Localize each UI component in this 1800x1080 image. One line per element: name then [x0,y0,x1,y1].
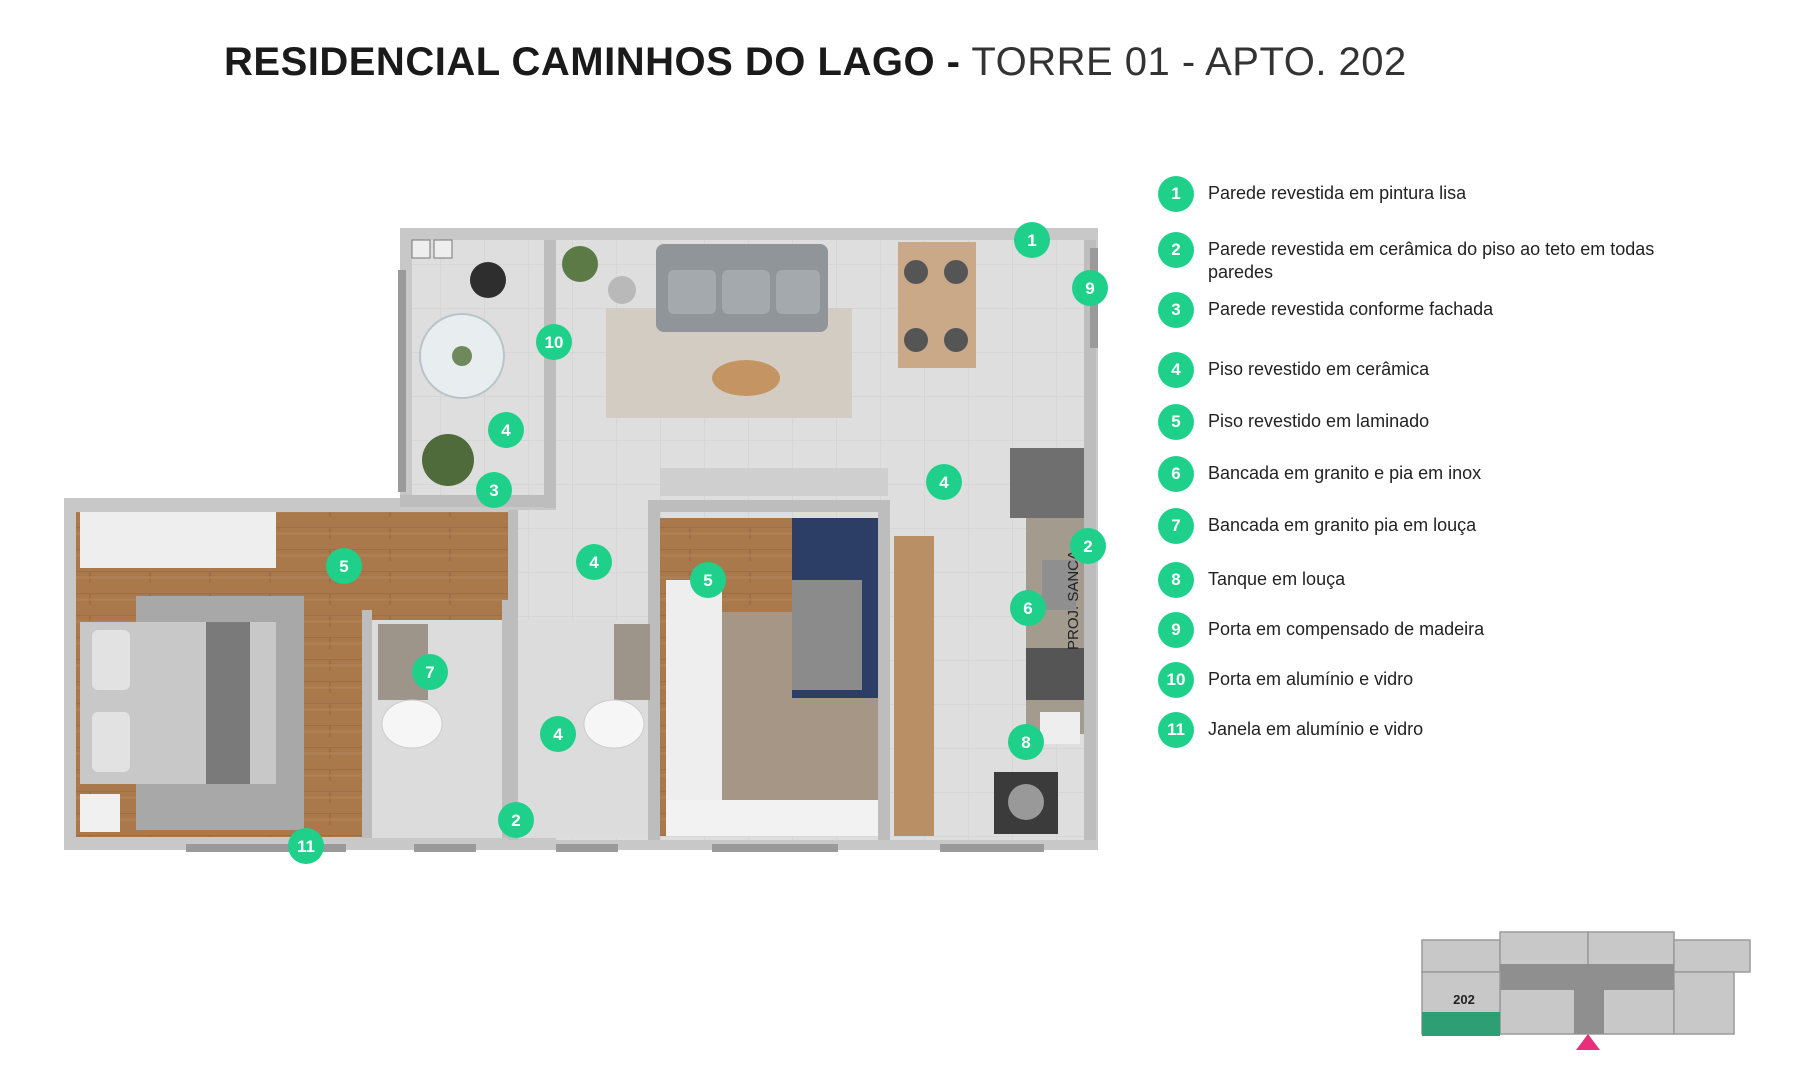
title-project: RESIDENCIAL CAMINHOS DO LAGO - [224,40,961,84]
marker-6: 6 [1010,590,1046,626]
balcony-furniture [411,239,506,486]
svg-text:2: 2 [511,811,520,830]
marker-2-kitchen: 2 [1070,528,1106,564]
svg-text:1: 1 [1027,231,1036,250]
legend-item: 2 Parede revestida em cerâmica do piso a… [1158,232,1708,284]
svg-text:9: 9 [1085,279,1094,298]
legend-text: Porta em alumínio e vidro [1208,669,1414,689]
legend-text: Parede revestida conforme fachada [1208,299,1494,319]
legend-text: Janela em alumínio e vidro [1208,719,1424,739]
marker-2-bath: 2 [498,802,534,838]
legend-text: Tanque em louça [1208,569,1346,589]
title-unit: TORRE 01 - APTO. 202 [971,40,1407,84]
legend-item: 5 Piso revestido em laminado [1158,404,1708,440]
legend-text: Parede revestida em cerâmica do piso ao … [1208,239,1655,282]
legend-number: 2 [1158,232,1194,268]
svg-text:4: 4 [939,473,949,492]
key-plan-highlight [1422,1012,1500,1036]
legend-number: 1 [1158,176,1194,212]
bathrooms [378,624,650,749]
legend-item: 6 Bancada em granito e pia em inox [1158,456,1708,492]
svg-text:4: 4 [589,553,599,572]
marker-8: 8 [1008,724,1044,760]
marker-4-hall: 4 [576,544,612,580]
marker-10: 10 [536,324,572,360]
bedroom2-furniture [666,518,934,836]
legend-number: 8 [1158,562,1194,598]
legend-item: 7 Bancada em granito pia em louça [1158,508,1708,544]
key-plan-arrow-icon [1576,1034,1600,1050]
svg-text:11: 11 [297,837,315,856]
legend-number: 9 [1158,612,1194,648]
legend-item: 9 Porta em compensado de madeira [1158,612,1708,648]
kitchen-sanca-label: PROJ. SANCA [1065,550,1082,650]
marker-11: 11 [288,828,324,864]
legend-number: 10 [1158,662,1194,698]
svg-text:4: 4 [501,421,511,440]
page-title: RESIDENCIAL CAMINHOS DO LAGO - TORRE 01 … [224,40,1407,85]
marker-3: 3 [476,472,512,508]
svg-text:10: 10 [545,333,564,352]
legend-item: 11 Janela em alumínio e vidro [1158,712,1708,748]
marker-5-bedroom1: 5 [326,548,362,584]
legend-number: 3 [1158,292,1194,328]
legend-text: Piso revestido em cerâmica [1208,359,1430,379]
marker-4-living: 4 [926,464,962,500]
legend-number: 6 [1158,456,1194,492]
svg-text:5: 5 [339,557,348,576]
key-plan: 202 [1421,931,1751,1050]
legend-text: Bancada em granito pia em louça [1208,515,1477,535]
living-furniture [562,242,976,496]
marker-7: 7 [412,654,448,690]
legend-item: 1 Parede revestida em pintura lisa [1158,176,1708,212]
svg-text:4: 4 [553,725,563,744]
legend-text: Bancada em granito e pia em inox [1208,463,1482,483]
svg-text:2: 2 [1083,537,1092,556]
inner-walls [362,240,1096,840]
legend-item: 10 Porta em alumínio e vidro [1158,662,1708,698]
svg-text:8: 8 [1021,733,1030,752]
svg-text:5: 5 [703,571,712,590]
legend-item: 3 Parede revestida conforme fachada [1158,292,1708,328]
legend-text: Piso revestido em laminado [1208,411,1430,431]
legend-number: 5 [1158,404,1194,440]
marker-5-bedroom2: 5 [690,562,726,598]
svg-text:6: 6 [1023,599,1032,618]
legend-item: 4 Piso revestido em cerâmica [1158,352,1708,388]
legend-number: 7 [1158,508,1194,544]
svg-text:7: 7 [425,663,434,682]
marker-1: 1 [1014,222,1050,258]
plan-markers: 1 9 10 4 3 4 5 4 5 2 6 7 4 2 8 11 [288,222,1108,864]
legend-item: 8 Tanque em louça [1158,562,1708,598]
legend-number: 11 [1158,712,1194,748]
marker-4-balcony: 4 [488,412,524,448]
svg-text:3: 3 [489,481,498,500]
marker-9: 9 [1072,270,1108,306]
legend-number: 4 [1158,352,1194,388]
legend-text: Porta em compensado de madeira [1208,619,1485,639]
legend-text: Parede revestida em pintura lisa [1208,183,1467,203]
bedroom1-furniture [80,512,304,832]
key-plan-unit-label: 202 [1453,992,1475,1007]
marker-4-bath: 4 [540,716,576,752]
